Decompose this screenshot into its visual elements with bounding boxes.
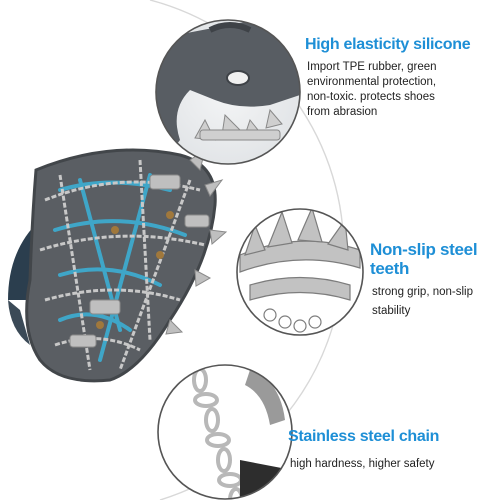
feature-title: High elasticity silicone: [305, 36, 471, 53]
feature-description-line: non-toxic. protects shoes: [307, 91, 435, 103]
feature-description: Import TPE rubber, green environmental p…: [307, 60, 437, 120]
feature-title: Non-slip steel teeth: [370, 240, 478, 278]
rubber-strap-closeup-icon: [155, 19, 301, 165]
feature-description-line: Import TPE rubber, green: [307, 61, 437, 73]
feature-title: Stainless steel chain: [288, 428, 440, 445]
feature-title-line: Non-slip steel: [370, 240, 478, 259]
feature-description-line: from abrasion: [307, 106, 378, 118]
feature-description-line: stability: [372, 305, 411, 317]
feature-description-line: environmental protection,: [307, 76, 437, 88]
feature-description-line: strong grip, non-slip: [372, 286, 473, 298]
steel-teeth-closeup-icon: [236, 208, 364, 336]
feature-description: strong grip, non-slip stability: [372, 283, 473, 321]
shoe-with-crampons-icon: [8, 148, 228, 383]
feature-description: high hardness, higher safety: [290, 457, 434, 472]
feature-description-line: high hardness, higher safety: [290, 458, 435, 470]
steel-chain-closeup-icon: [157, 364, 293, 500]
feature-title-line: teeth: [370, 259, 410, 278]
